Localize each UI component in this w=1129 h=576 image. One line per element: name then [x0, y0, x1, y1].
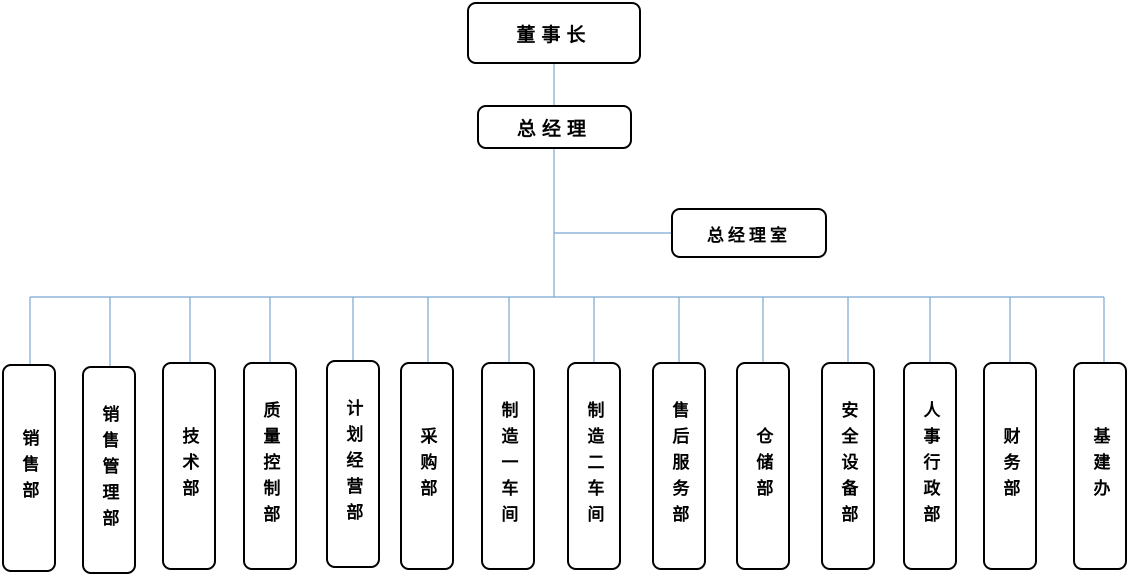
dept-label: 制造一车间	[497, 401, 518, 531]
chairman-label: 董事长	[516, 23, 592, 46]
gm-office-box: 总经理室	[671, 208, 827, 258]
dept-box: 人事行政部	[903, 362, 957, 570]
chairman-box: 董事长	[467, 2, 641, 64]
dept-label: 制造二车间	[583, 401, 604, 531]
dept-label: 采购部	[416, 427, 437, 505]
dept-box: 售后服务部	[652, 362, 706, 570]
dept-box: 财务部	[983, 362, 1037, 570]
dept-label: 技术部	[178, 427, 199, 505]
dept-label: 销售部	[18, 429, 39, 507]
dept-label: 销售管理部	[98, 405, 119, 535]
general-manager-box: 总经理	[477, 105, 632, 149]
general-manager-label: 总经理	[516, 117, 592, 140]
dept-label: 质量控制部	[259, 401, 280, 531]
dept-box: 仓储部	[736, 362, 790, 570]
dept-box: 采购部	[400, 362, 454, 570]
dept-box: 安全设备部	[821, 362, 875, 570]
gm-office-label: 总经理室	[707, 225, 791, 246]
dept-box: 制造二车间	[567, 362, 621, 570]
dept-label: 财务部	[999, 427, 1020, 505]
dept-label: 人事行政部	[919, 401, 940, 531]
dept-label: 计划经营部	[342, 399, 363, 529]
dept-label: 基建办	[1089, 427, 1110, 505]
dept-box: 技术部	[162, 362, 216, 570]
dept-box: 制造一车间	[481, 362, 535, 570]
dept-box: 计划经营部	[326, 360, 380, 568]
dept-box: 基建办	[1073, 362, 1127, 570]
dept-box: 销售管理部	[82, 366, 136, 574]
dept-label: 安全设备部	[837, 401, 858, 531]
dept-box: 销售部	[2, 364, 56, 572]
dept-label: 售后服务部	[668, 401, 689, 531]
dept-box: 质量控制部	[243, 362, 297, 570]
dept-label: 仓储部	[752, 427, 773, 505]
